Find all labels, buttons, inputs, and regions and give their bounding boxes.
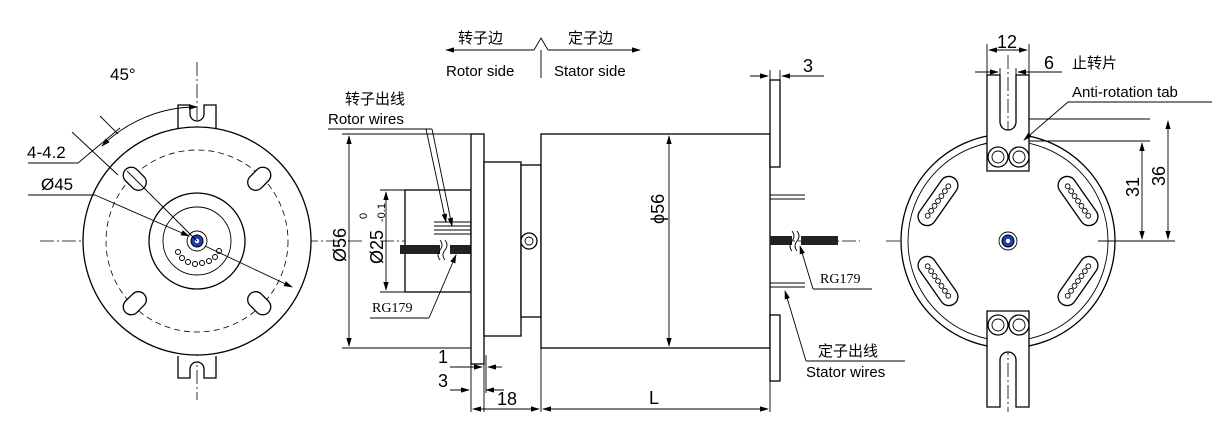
rotor-cable-break: [437, 239, 443, 261]
set-screw: [520, 232, 538, 250]
angle-dimension-arc: [101, 104, 198, 147]
anti-rotation-leader: [1023, 101, 1069, 141]
shaft-tol-lower: -0.1: [376, 203, 388, 222]
dim-18-label: 18: [497, 389, 517, 409]
rotor-hub: [483, 161, 522, 337]
left-bottom-tab: [177, 356, 217, 379]
stator-wires-cn: 定子出线: [818, 342, 878, 360]
rotor-coax-cable: [400, 245, 440, 254]
angle-label: 45°: [110, 65, 136, 84]
rotor-flange: [470, 133, 485, 365]
rotor-shaft: [404, 189, 472, 293]
right-end-view: 12 6 止转片 Anti-rotation tab 31 36: [886, 32, 1212, 412]
anti-rotation-en: Anti-rotation tab: [1072, 84, 1178, 101]
rotor-cable-label: RG179: [372, 301, 412, 316]
rotor-coax-cable-2: [450, 245, 471, 254]
stator-coax-cable-2: [801, 236, 838, 245]
pcd-leader: [94, 194, 190, 237]
tab-screw: [987, 146, 1009, 168]
left-bore-ring: [186, 230, 208, 252]
mounting-slot: [247, 166, 272, 191]
rotor-wires-en: Rotor wires: [328, 111, 404, 128]
tab-width-label: 12: [997, 32, 1017, 52]
left-rotor-circle: [148, 192, 246, 290]
rotor-side-cn: 转子边: [458, 29, 503, 47]
stator-side-en: Stator side: [554, 63, 626, 80]
pcd-leader-far: [204, 245, 293, 288]
side-divider-peak: [533, 37, 549, 51]
angle-ref-line: [126, 170, 198, 242]
holes-ext-line: [99, 115, 119, 135]
connector-blocks: [917, 175, 1099, 307]
tab-screw: [1008, 314, 1030, 336]
body-dia-label: ϕ56: [648, 194, 668, 224]
stator-body: [540, 133, 771, 349]
mounting-slot: [122, 291, 147, 316]
rotor-wires-cn: 转子出线: [345, 90, 405, 108]
stator-bottom-tab: [769, 314, 781, 382]
tab-screw: [1008, 146, 1030, 168]
stator-cable-leader: [799, 245, 814, 290]
rotor-cable-leader: [428, 254, 457, 319]
tab-slot-label: 6: [1044, 53, 1054, 73]
dim-31-label: 31: [1123, 177, 1143, 197]
left-end-view: 45° 4-4.2 Ø45: [27, 62, 365, 400]
rotor-wires-leader: [431, 128, 454, 227]
rotor-side-en: Rotor side: [446, 63, 514, 80]
dim-3-label: 3: [438, 371, 448, 391]
left-pcd-circle: [105, 149, 289, 333]
left-inner-circle: [162, 206, 232, 276]
rotor-wires-leader-2: [425, 128, 447, 223]
stator-top-tab: [769, 79, 781, 168]
mounting-slot: [247, 291, 272, 316]
stator-side-cn: 定子边: [568, 29, 613, 47]
dim-1-label: 1: [438, 347, 448, 367]
dim-length-label: L: [649, 388, 659, 408]
stator-wire-stubs: [770, 194, 805, 288]
shaft-dia-label: Ø25: [367, 230, 387, 264]
shaft-tol-upper: 0: [358, 213, 370, 219]
tab-thickness-label: 3: [803, 56, 813, 76]
side-view: 转子边 定子边 Rotor side Stator side: [328, 29, 905, 412]
anti-rotation-cn: 止转片: [1072, 54, 1117, 72]
pcd-label: Ø45: [41, 175, 73, 194]
holes-leader: [77, 127, 121, 164]
stator-cable-label: RG179: [820, 272, 860, 287]
stator-wires-leader: [784, 290, 807, 362]
stator-wires-en: Stator wires: [806, 364, 885, 381]
stator-coax-cable: [770, 236, 792, 245]
dim-36-label: 36: [1149, 166, 1169, 186]
holes-label: 4-4.2: [27, 143, 66, 162]
tab-screw: [987, 314, 1009, 336]
flange-dia-label: Ø56: [330, 228, 350, 262]
holes-ext-line: [71, 131, 119, 176]
